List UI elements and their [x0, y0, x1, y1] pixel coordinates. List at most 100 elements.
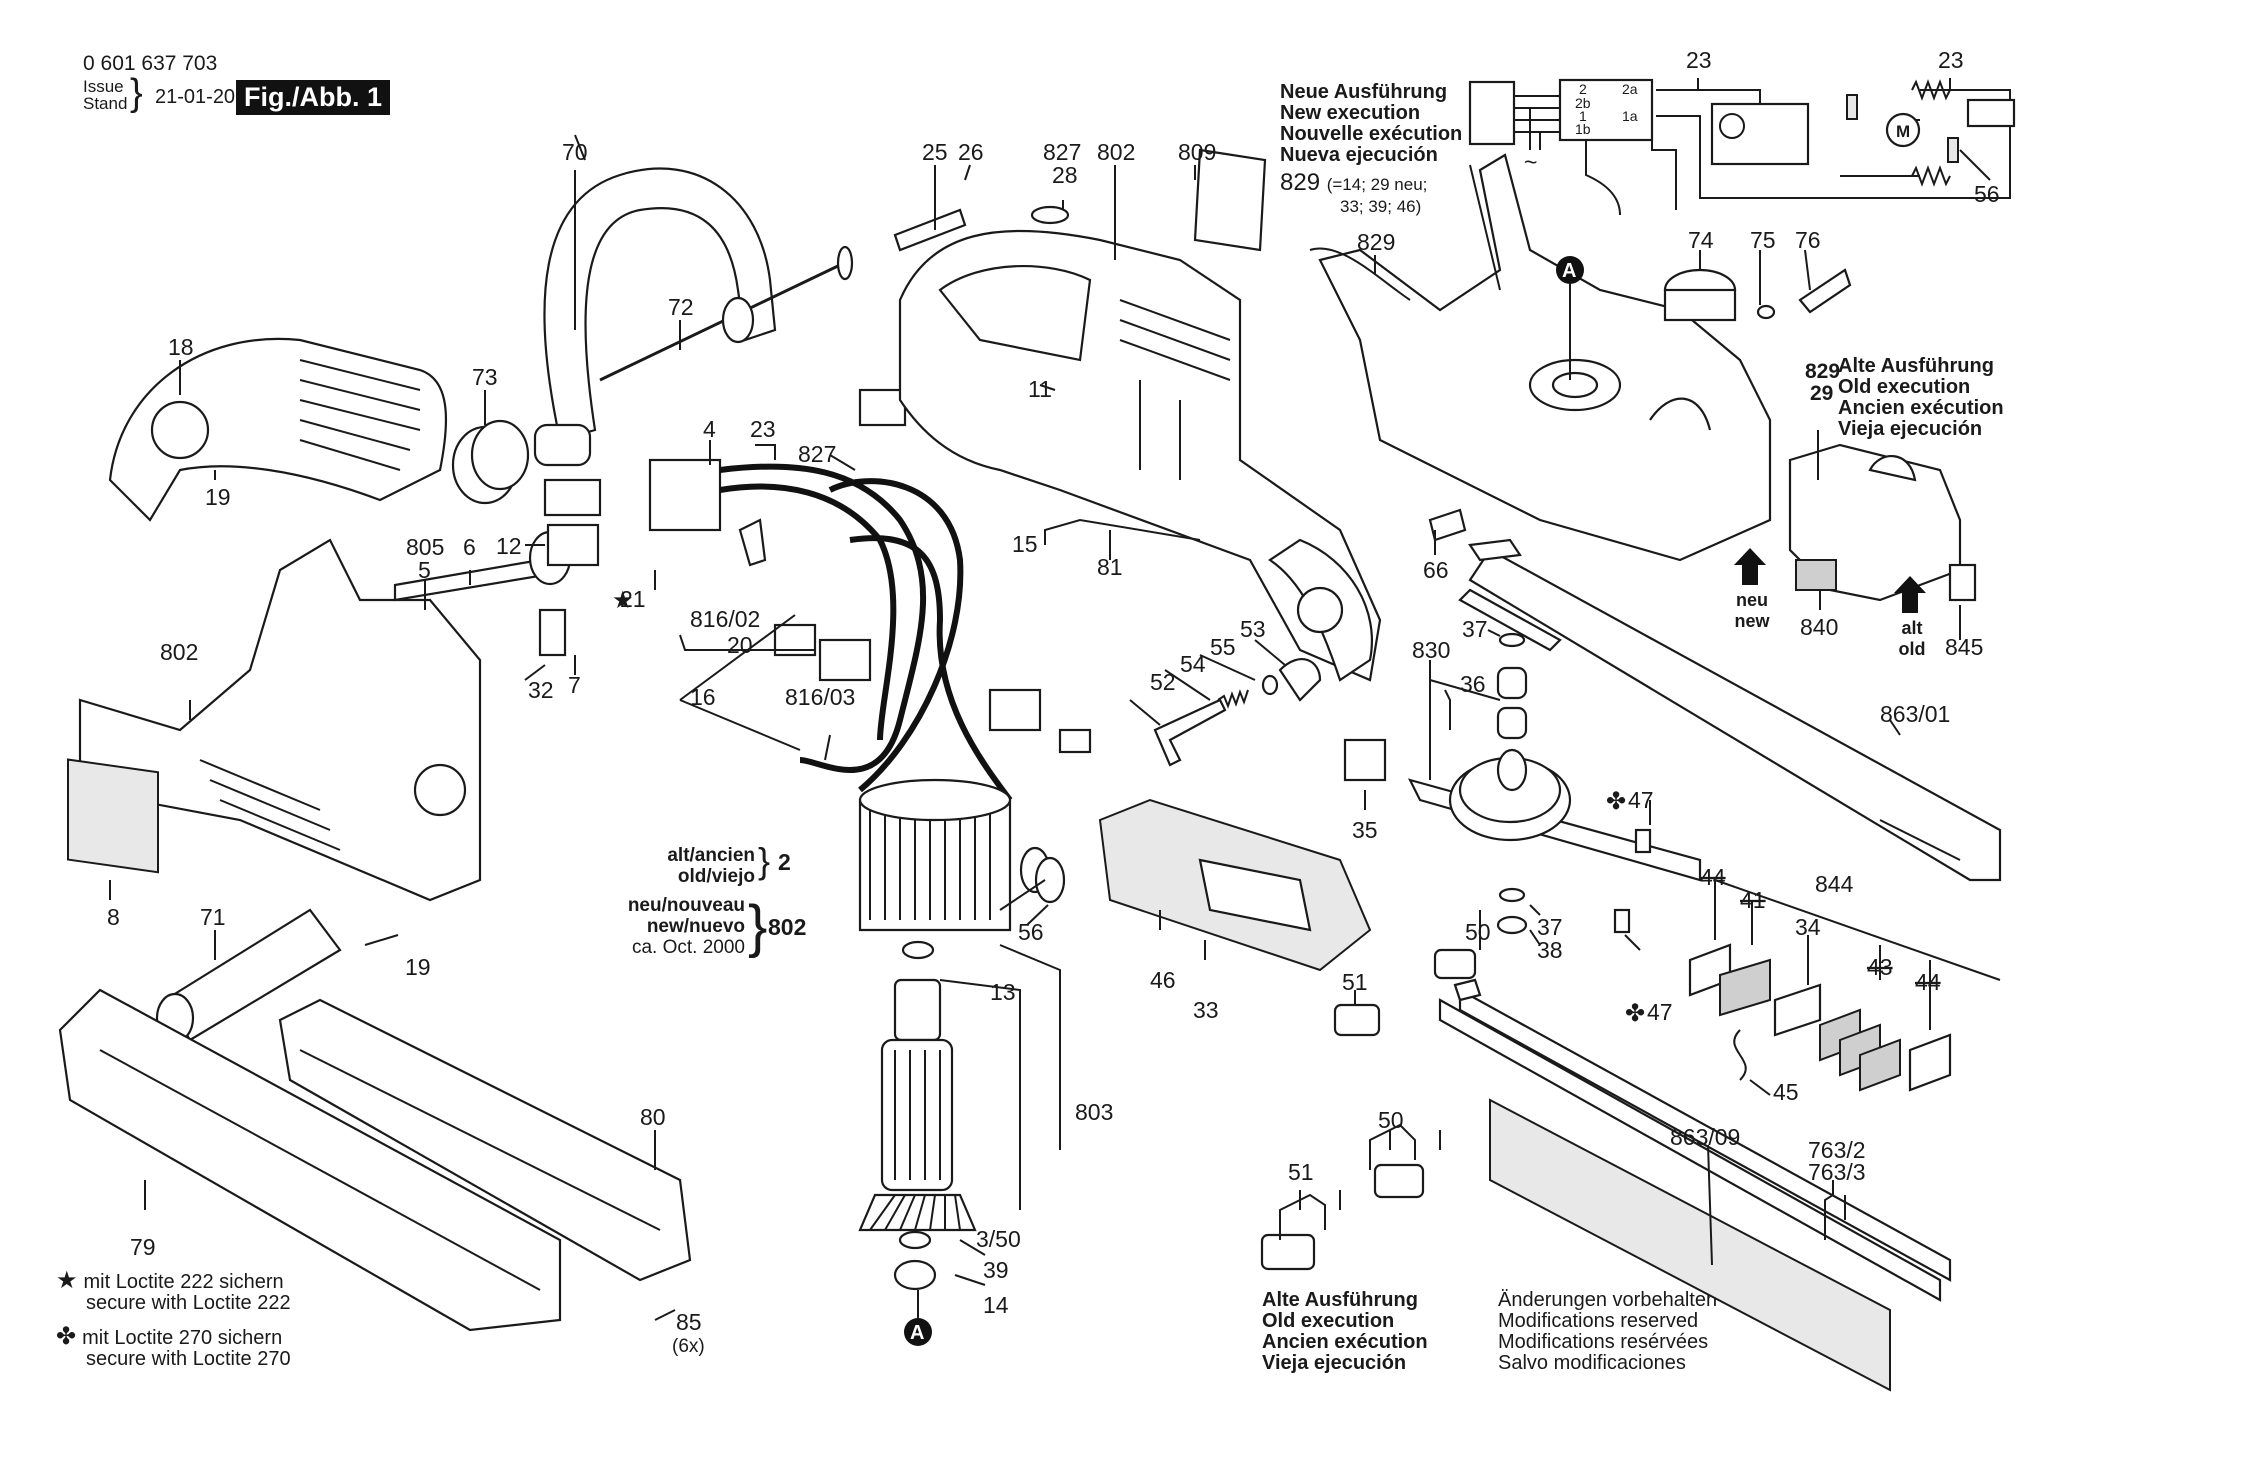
loctite-270-item: ✤mit Loctite 270 sichern secure with Loc… — [56, 1323, 291, 1370]
part-labels: 70 72 73 18 19 4 23 827 805 5 6 12 21 ★ … — [107, 139, 1983, 1357]
document-number: 0 601 637 703 — [83, 52, 218, 75]
label-70: 70 — [562, 139, 588, 165]
new-exec-fr: Nouvelle exécution — [1280, 123, 1463, 145]
label-44b: 44 — [1915, 969, 1941, 995]
part-28-knob — [1030, 205, 1070, 225]
old-execution-note-right: Alte Ausführung Old execution Ancien exé… — [1838, 356, 2004, 440]
part-809-label — [1193, 148, 1267, 252]
brush-top — [1846, 94, 1858, 120]
label-827b: 827 — [1043, 139, 1081, 165]
modifications-de: Änderungen vorbehalten — [1498, 1289, 1718, 1311]
terminal-2a: 2a — [1622, 81, 1638, 97]
part-7-clamp — [538, 608, 567, 657]
label-54: 54 — [1180, 651, 1206, 677]
new-arrow-icon — [1734, 548, 1766, 585]
label-803: 803 — [1075, 1099, 1113, 1125]
part-14-bearing — [893, 1259, 937, 1291]
lever-assembly — [1153, 658, 1322, 767]
label-840: 840 — [1800, 614, 1838, 640]
label-863-01: 863/01 — [1880, 701, 1950, 727]
motor-old-part: 2 — [778, 849, 791, 875]
label-85-qty: (6x) — [672, 1336, 705, 1357]
modifications-fr: Modifications resérvées — [1498, 1331, 1709, 1353]
brush-bottom — [1947, 137, 1959, 163]
loctite-222-item: ★mit Loctite 222 sichern secure with Loc… — [56, 1267, 291, 1314]
old-exec-right-en: Old execution — [1838, 376, 1971, 398]
part-47-screw-top — [1634, 828, 1652, 854]
switch-housing-outline — [1585, 140, 1677, 216]
part-863-09-blades — [1438, 978, 1952, 1392]
label-72: 72 — [668, 294, 694, 320]
part-51-clamp-old — [1260, 1233, 1316, 1271]
club-icon: ✤ — [56, 1323, 77, 1350]
new-arrow-label: neu new — [1732, 590, 1772, 632]
terminal-1: 1 — [1579, 108, 1587, 124]
part-18-cover — [108, 337, 448, 522]
label-73: 73 — [472, 364, 498, 390]
part-25-lock — [893, 208, 967, 252]
issue-labels: Issue Stand — [83, 78, 127, 112]
terminal-1b: 1b — [1575, 121, 1591, 137]
label-46: 46 — [1150, 967, 1176, 993]
old-execution-note-bottom: Alte Ausführung Old execution Ancien exé… — [1262, 1290, 1428, 1374]
loctite-270-line2: secure with Loctite 270 — [86, 1348, 291, 1370]
label-4: 4 — [703, 416, 716, 442]
label-50a: 50 — [1465, 919, 1491, 945]
label-816-02: 816/02 — [690, 606, 760, 632]
issue-label-de: Stand — [83, 94, 128, 113]
label-7: 7 — [568, 672, 581, 698]
figure-label: Fig./Abb. 1 — [236, 80, 390, 115]
label-18: 18 — [168, 334, 194, 360]
part-37-washer-top — [1498, 632, 1526, 648]
label-802b: 802 — [1097, 139, 1135, 165]
motor-old-variant: alt/ancien old/viejo — [655, 845, 755, 887]
loctite-legend: ★mit Loctite 222 sichern secure with Loc… — [56, 1267, 291, 1370]
old-arrow-label-de: alt — [1901, 618, 1923, 638]
label-37b: 37 — [1537, 914, 1563, 940]
label-36: 36 — [1460, 671, 1486, 697]
label-809: 809 — [1178, 139, 1216, 165]
label-74: 74 — [1688, 227, 1714, 253]
part-50-clamp-new — [1433, 948, 1477, 980]
part-66-screw — [1428, 508, 1467, 542]
label-47b-club-icon: ✤ — [1625, 1000, 1645, 1027]
part-863-01-blade — [1458, 538, 2002, 882]
label-26: 26 — [958, 139, 984, 165]
motor-old-line2: old/viejo — [677, 866, 755, 887]
new-exec-ref-detail-1: (=14; 29 neu; — [1326, 175, 1428, 194]
part-36-bearing-b — [1496, 706, 1528, 740]
part-844-shim-set — [1688, 943, 1952, 1092]
label-763-3: 763/3 — [1808, 1159, 1866, 1185]
wiring-schematic: ~ 2 2b 1 1b 2a 1a M 23 23 56 — [1468, 47, 2016, 216]
label-80: 80 — [640, 1104, 666, 1130]
part-33-baseplate — [1098, 798, 1372, 972]
part-29-old-base — [1788, 443, 1977, 602]
issue-label-en: Issue — [83, 77, 124, 96]
label-863-09: 863/09 — [1670, 1124, 1740, 1150]
star-icon: ★ — [56, 1267, 78, 1294]
issue-date: 21-01-20 — [155, 86, 236, 108]
resistor-bottom — [1911, 165, 1951, 187]
part-802-housing-center — [893, 148, 1382, 682]
label-45: 45 — [1773, 1079, 1799, 1105]
old-arrow-label-en: old — [1898, 639, 1926, 659]
leader-lines — [109, 164, 2001, 1321]
label-829-old: 829 — [1805, 360, 1840, 383]
wiring-label-56: 56 — [1974, 181, 2000, 207]
part-76-clip — [1798, 268, 1852, 314]
label-32: 32 — [528, 677, 554, 703]
part-802-stator — [858, 778, 1066, 932]
label-20: 20 — [727, 632, 753, 658]
label-38: 38 — [1537, 937, 1563, 963]
old-arrow-icon — [1894, 576, 1926, 613]
old-exec-right-de: Alte Ausführung — [1838, 355, 1994, 377]
switch-trigger — [738, 518, 767, 567]
switch-block — [1558, 78, 1654, 142]
modifications-es: Salvo modificaciones — [1498, 1352, 1686, 1374]
part-51-clamp-new — [1333, 1003, 1381, 1037]
part-52-lever — [1153, 698, 1227, 767]
new-exec-de: Neue Ausführung — [1280, 81, 1448, 103]
part-845-plate — [1948, 563, 1977, 602]
loctite-270-line1: mit Loctite 270 sichern — [82, 1327, 283, 1349]
old-exec-bottom-es: Vieja ejecución — [1262, 1352, 1407, 1374]
